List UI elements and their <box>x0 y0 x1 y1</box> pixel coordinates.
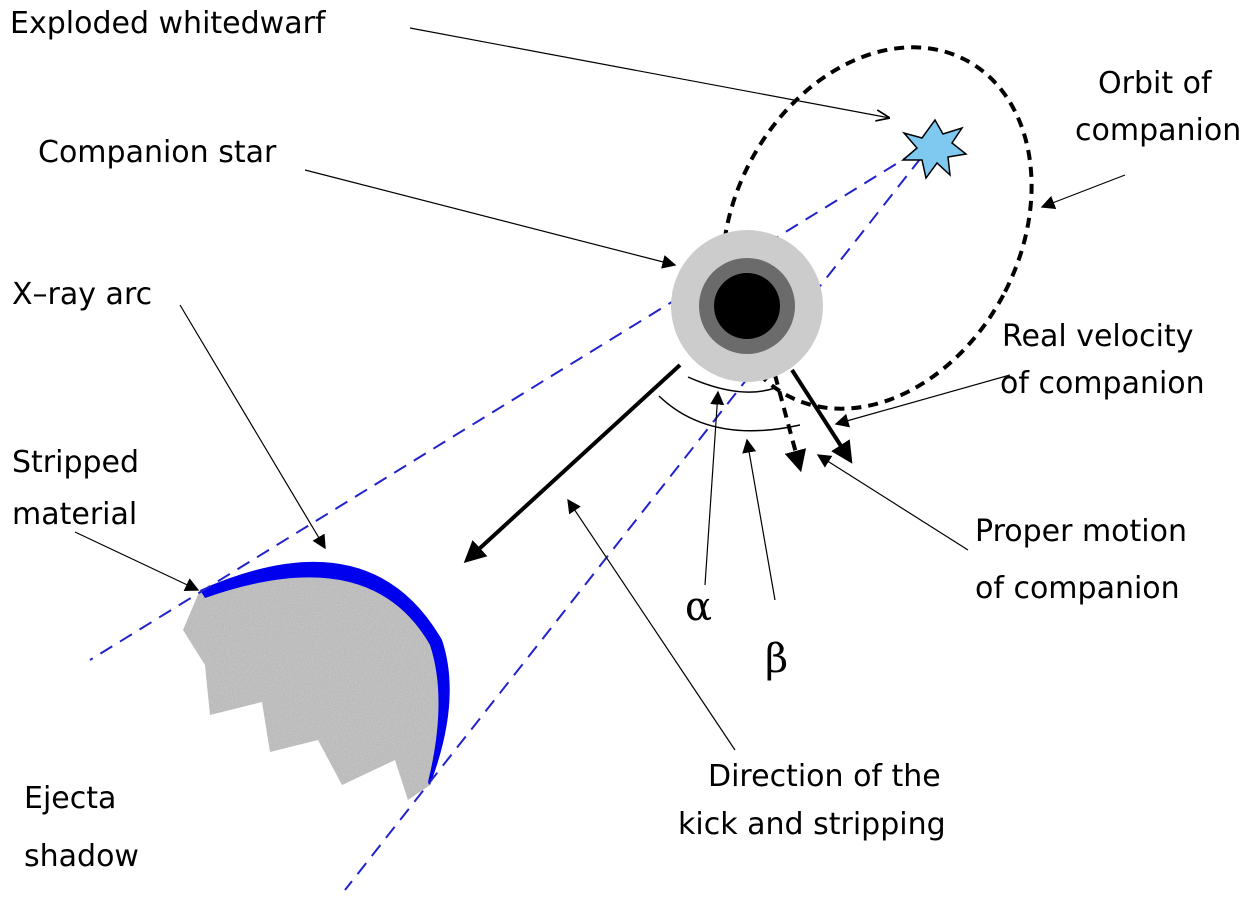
sight-line-upper <box>90 140 935 660</box>
label-exploded-white-dwarf: Exploded whitedwarf <box>10 6 327 41</box>
label-beta: β <box>765 636 788 682</box>
label-real-velocity-line2: of companion <box>1000 366 1205 401</box>
leader-proper-motion <box>818 455 968 550</box>
label-proper-motion-line1: Proper motion <box>975 514 1187 549</box>
label-ejecta-line1: Ejecta <box>24 781 116 816</box>
label-ejecta-line2: shadow <box>24 839 139 874</box>
ejecta-shadow <box>183 562 450 800</box>
label-orbit-line2: companion <box>1075 113 1241 148</box>
concentric-circles-icon <box>671 230 823 382</box>
label-direction-line1: Direction of the <box>708 759 941 794</box>
label-alpha: α <box>685 584 712 630</box>
label-orbit-line1: Orbit of <box>1098 66 1213 101</box>
label-stripped-line2: material <box>12 497 137 532</box>
leader-exploded <box>410 28 890 118</box>
label-companion-star: Companion star <box>38 135 277 170</box>
label-real-velocity-line1: Real velocity <box>1002 319 1193 354</box>
leader-companion <box>305 170 675 265</box>
leader-beta <box>747 440 775 600</box>
label-stripped-line1: Stripped <box>12 445 139 480</box>
label-direction-line2: kick and stripping <box>678 807 946 842</box>
label-proper-motion-line2: of companion <box>975 571 1180 606</box>
leader-alpha <box>705 392 718 585</box>
leader-xray <box>180 305 325 548</box>
kick-direction-arrow <box>467 365 680 560</box>
label-xray-arc: X–ray arc <box>12 277 152 312</box>
leader-orbit <box>1042 175 1125 207</box>
real-velocity-arrow <box>792 370 850 460</box>
leader-stripped <box>75 532 198 590</box>
